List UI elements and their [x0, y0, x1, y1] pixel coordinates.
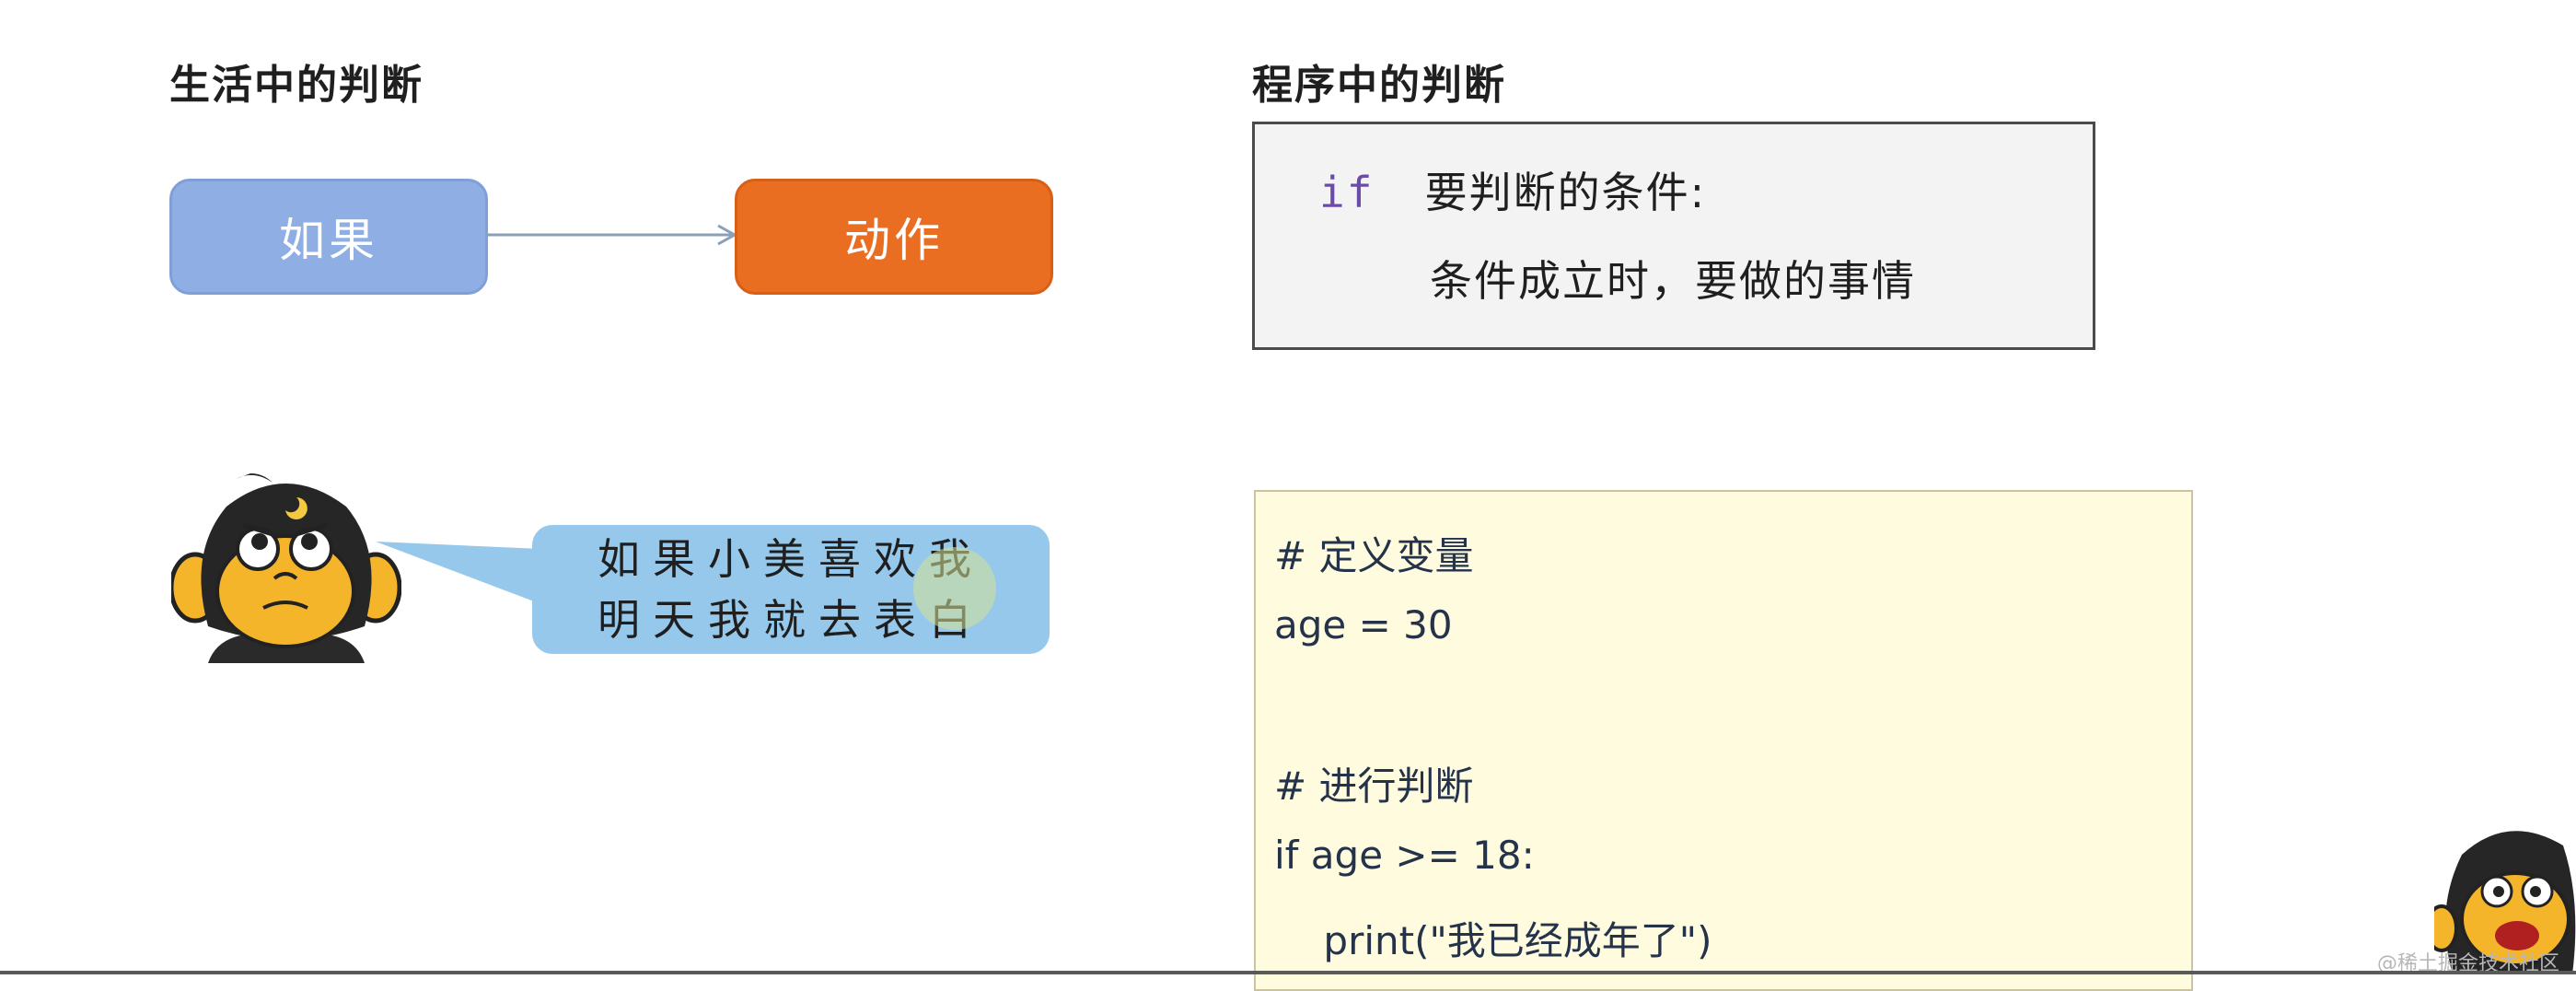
- code-if-statement: if age >= 18:: [1274, 833, 1535, 878]
- code-assign-age: age = 30: [1274, 602, 1453, 647]
- speech-bubble-tail: [376, 542, 541, 604]
- bottom-divider: [0, 971, 2576, 974]
- monkey-mascot-image: [171, 473, 401, 663]
- corner-monkey-image: [2434, 831, 2576, 974]
- action-node: 动作: [735, 179, 1053, 295]
- syntax-condition-text: 要判断的条件:: [1424, 168, 1707, 217]
- if-syntax-box: if 要判断的条件: 条件成立时，要做的事情: [1252, 122, 2095, 350]
- code-example-box: # 定义变量 age = 30 # 进行判断 if age >= 18: pri…: [1254, 490, 2193, 991]
- code-print-statement: print("我已经成年了"): [1274, 918, 1712, 963]
- code-comment-define: # 定义变量: [1274, 533, 1474, 578]
- cursor-highlight: [913, 547, 996, 630]
- flow-arrow: [486, 224, 738, 246]
- if-keyword: if: [1319, 168, 1375, 217]
- program-judgment-title: 程序中的判断: [1252, 62, 1506, 109]
- condition-node-label: 如果: [279, 214, 378, 267]
- syntax-body-line: 条件成立时，要做的事情: [1430, 256, 1916, 306]
- syntax-condition-line: if 要判断的条件:: [1319, 159, 1706, 220]
- speech-line-2: 明天我就去表白: [598, 595, 984, 645]
- condition-node: 如果: [169, 179, 488, 295]
- action-node-label: 动作: [844, 214, 944, 267]
- code-comment-judge: # 进行判断: [1274, 764, 1474, 809]
- speech-line-1: 如果小美喜欢我: [598, 534, 984, 584]
- life-judgment-title: 生活中的判断: [169, 62, 424, 109]
